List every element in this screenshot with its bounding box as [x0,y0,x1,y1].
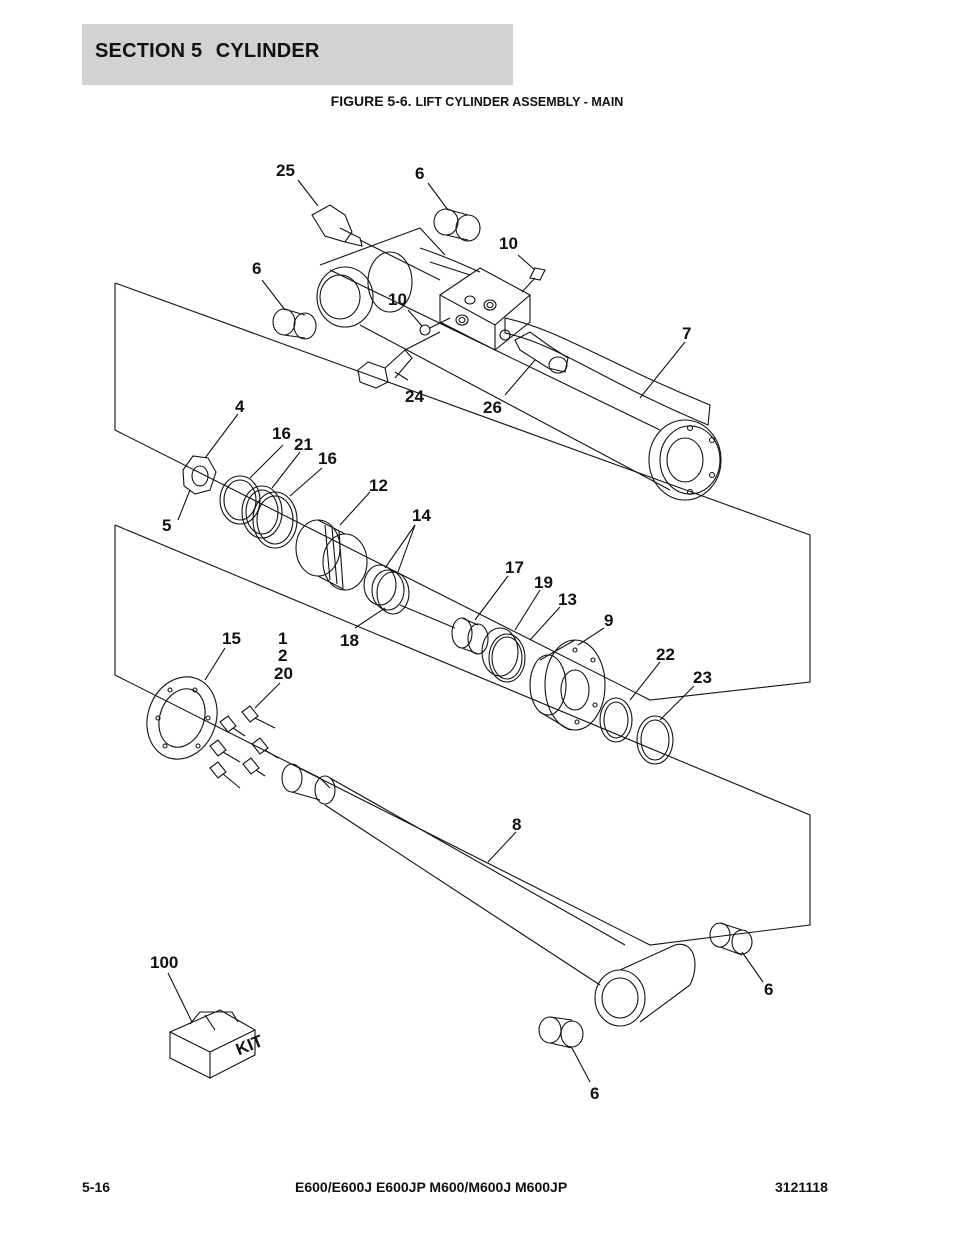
callout-c22: 22 [656,645,675,664]
callout-c7: 7 [682,324,691,343]
section-header: SECTION 5 CYLINDER [82,24,513,85]
callout-c20: 20 [274,664,293,683]
wear-rings-14 [363,564,410,615]
callout-c13: 13 [558,590,577,609]
callout-c100: 100 [150,953,178,972]
callout-c18: 18 [340,631,359,650]
callout-c14: 14 [412,506,431,525]
fitting-26 [514,331,569,374]
callout-c5: 5 [162,516,171,535]
section-number: SECTION 5 [95,40,203,62]
callout-c17: 17 [505,558,524,577]
leader-lines [167,179,764,1083]
bushing-6-upper [433,208,481,242]
fitting-24 [357,331,441,389]
kit-label: KIT [233,1031,266,1059]
piston-12 [295,519,368,591]
callout-c9: 9 [604,611,613,630]
callout-c6a: 6 [415,164,424,183]
callout-c25: 25 [276,161,295,180]
callout-c6b: 6 [252,259,261,278]
fitting-25 [311,204,441,281]
section-title: CYLINDER [215,40,320,62]
kit-box [168,1009,257,1079]
figure-caption: LIFT CYLINDER ASSEMBLY - MAIN [415,95,624,109]
gasket-15 [146,676,218,760]
figure-number: FIGURE 5-6. [330,93,412,109]
bushing-6-bottom [538,1016,584,1049]
upper-assembly-frame [114,282,811,701]
callout-c4: 4 [235,397,245,416]
callout-c1: 1 [278,629,287,648]
callout-c8: 8 [512,815,521,834]
page-number: 5-16 [82,1179,111,1195]
bushing-6-left [272,308,317,340]
rod-8 [281,763,696,1027]
callout-c19: 19 [534,573,553,592]
callout-c24: 24 [405,387,424,406]
callout-c15: 15 [222,629,241,648]
screw-10-upper [521,267,546,293]
callout-c6d: 6 [590,1084,599,1103]
callout-c2: 2 [278,646,287,665]
callout-c16a: 16 [272,424,291,443]
rings-22-23 [599,697,674,765]
model-list: E600/E600J E600JP M600/M600J M600JP [295,1179,568,1195]
callout-c16b: 16 [318,449,337,468]
rings-19-13 [481,627,526,683]
spacer-17 [451,617,489,655]
callout-c6c: 6 [764,980,773,999]
callout-c10b: 10 [388,290,407,309]
callout-c10a: 10 [499,234,518,253]
port-block [438,267,531,351]
figure-title: FIGURE 5-6. LIFT CYLINDER ASSEMBLY - MAI… [0,93,954,109]
drawing-lines [114,179,811,1083]
callout-c23: 23 [693,668,712,687]
bushing-6-right [709,922,753,956]
document-number: 3121118 [775,1179,828,1195]
nut-4 [182,455,217,495]
piston-axis-line [399,604,456,629]
screw-10-lower [419,317,451,336]
head-9 [529,639,606,731]
callout-c26: 26 [483,398,502,417]
seal-rings-16-21 [219,475,298,549]
bolts-1-2-20 [209,705,279,789]
lower-assembly-frame [114,524,811,946]
callout-c12: 12 [369,476,388,495]
cylinder-barrel [316,227,722,501]
callout-c21: 21 [294,435,313,454]
